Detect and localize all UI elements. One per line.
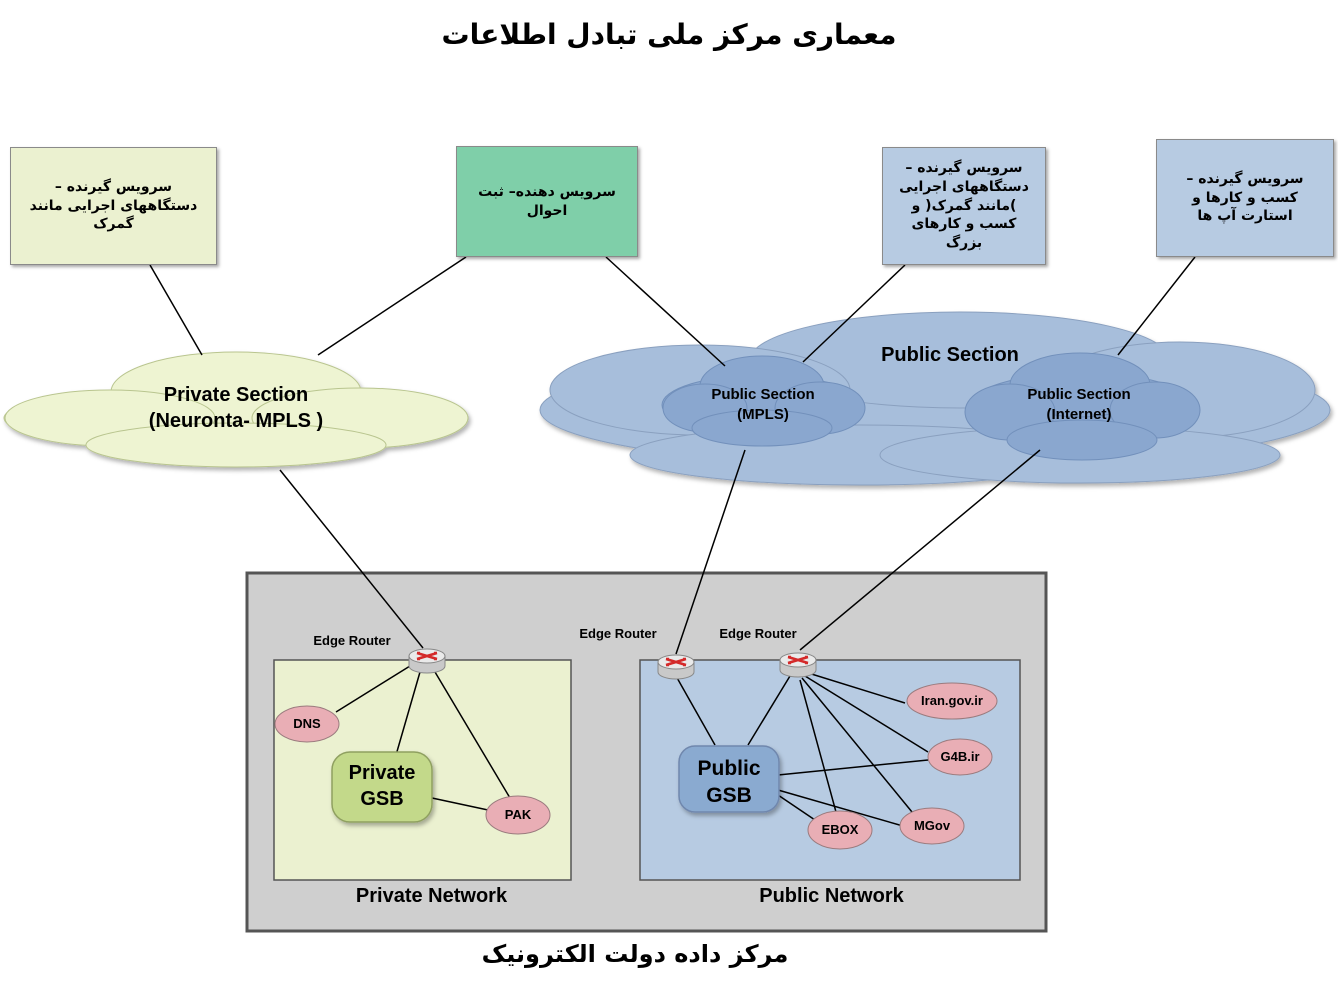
private-gsb-label: Private GSB <box>348 762 416 810</box>
page-title: معماری مرکز ملی تبادل اطلاعات <box>441 18 897 51</box>
router-icon <box>657 654 695 680</box>
public-internet-edge-router-label: Edge Router <box>719 626 797 641</box>
pak-node <box>485 795 551 835</box>
service-nodes <box>274 682 998 850</box>
dns-label: DNS <box>293 716 321 731</box>
public-network-label: Public Network <box>759 885 904 907</box>
public-mpls-cloud <box>661 355 866 447</box>
public-internet-cloud <box>964 352 1201 461</box>
iran-gov-label: Iran.gov.ir <box>921 693 983 708</box>
public-mpls-label: Public Section (MPLS) <box>711 386 815 424</box>
iran-gov-node <box>906 682 998 720</box>
public-gsb-label: Public GSB <box>697 757 761 807</box>
public-mpls-edge-router-label: Edge Router <box>579 626 657 641</box>
router-icon <box>408 648 446 674</box>
mgov-node <box>899 807 965 845</box>
private-network-label: Private Network <box>355 885 508 907</box>
router-icon <box>779 652 817 678</box>
registry-provider-label: سرویس دهنده– ثبت احوال <box>478 183 616 219</box>
mgov-label: MGov <box>913 818 951 833</box>
public-section-cloud <box>539 311 1331 486</box>
public-gsb-node <box>678 745 780 813</box>
startup-consumer-label: سرویس گیرنده – کسب و کارها و استارت آپ ه… <box>1186 170 1304 225</box>
customs-consumer-label: سرویس گیرنده – دستگاههای اجرایی مانند گم… <box>29 178 198 233</box>
private-section-cloud <box>3 351 469 468</box>
pak-label: PAK <box>504 807 532 822</box>
ebox-node <box>807 810 873 850</box>
connection-lines <box>149 256 1196 827</box>
g4b-label: G4B.ir <box>940 749 980 764</box>
gov-business-consumer-box: سرویس گیرنده – دستگاههای اجرایی )مانند گ… <box>882 147 1046 265</box>
gov-business-consumer-label: سرویس گیرنده – دستگاههای اجرایی )مانند گ… <box>899 159 1029 252</box>
datacenter-title: مرکز داده دولت الکترونیک <box>481 940 789 968</box>
private-edge-router-label: Edge Router <box>313 633 391 648</box>
customs-consumer-box: سرویس گیرنده – دستگاههای اجرایی مانند گم… <box>10 147 217 265</box>
dns-node <box>274 705 340 743</box>
registry-provider-box: سرویس دهنده– ثبت احوال <box>456 146 638 257</box>
g4b-node <box>927 738 993 776</box>
startup-consumer-box: سرویس گیرنده – کسب و کارها و استارت آپ ه… <box>1156 139 1334 257</box>
ebox-label: EBOX <box>821 822 859 837</box>
public-section-label: Public Section <box>881 344 1019 366</box>
public-internet-label: Public Section (Internet) <box>1027 386 1131 424</box>
private-gsb-node <box>331 751 433 823</box>
private-section-label: Private Section (Neuronta- MPLS ) <box>148 384 324 432</box>
